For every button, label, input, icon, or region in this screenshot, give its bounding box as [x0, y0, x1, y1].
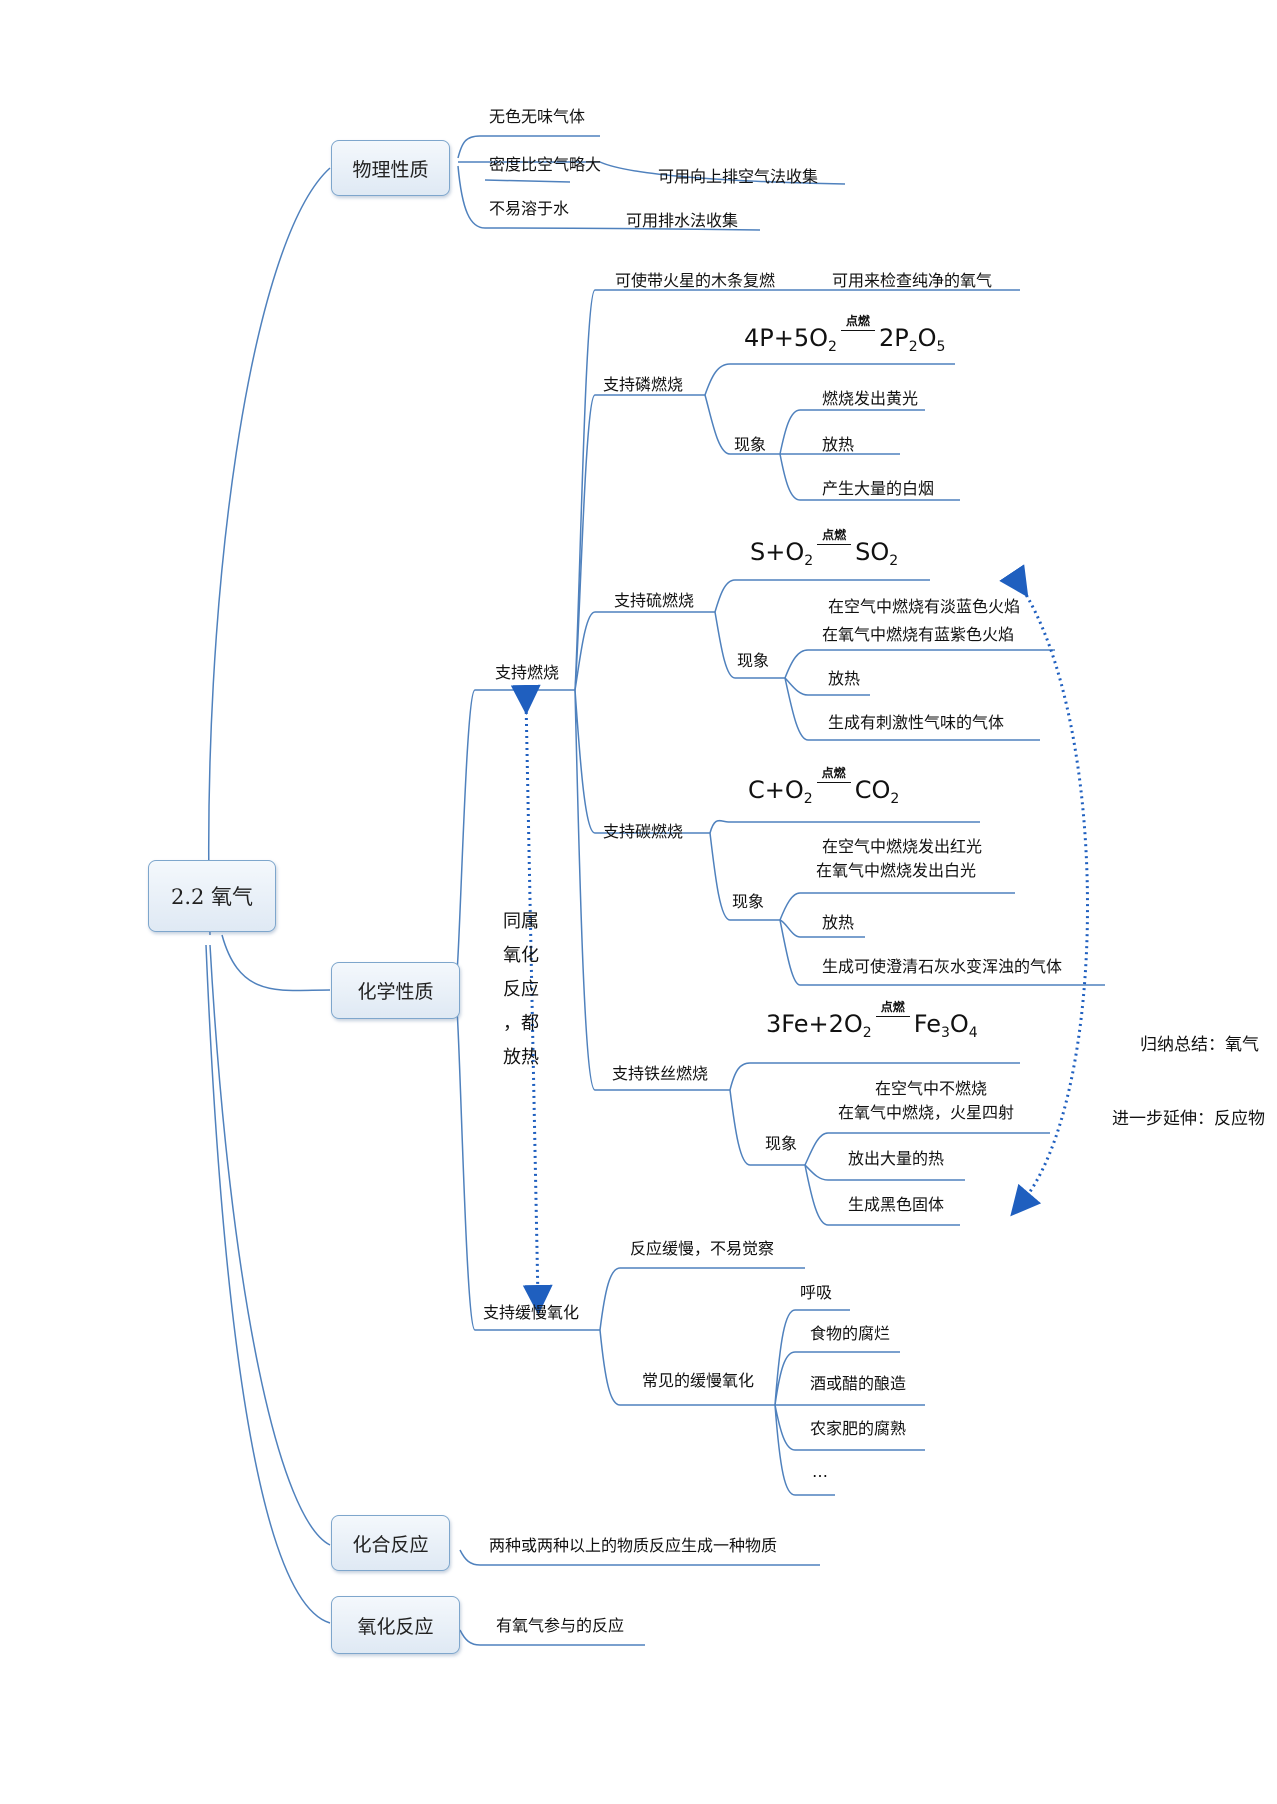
- eq-text: SO: [855, 538, 890, 566]
- sulfur-title: 支持硫燃烧: [614, 591, 695, 610]
- phenomenon-label: 现象: [765, 1134, 798, 1153]
- oxidation-reaction-node[interactable]: 氧化反应: [331, 1596, 460, 1654]
- iron-equation: 3Fe+2O2 点燃 Fe3O4: [766, 1000, 978, 1041]
- chemical-title: 化学性质: [357, 981, 434, 1003]
- phys-note-water: 可用排水法收集: [626, 211, 739, 230]
- eq-text: O: [917, 324, 937, 352]
- eq-text: C+O: [748, 776, 804, 804]
- condition-mark: 点燃: [874, 1000, 912, 1024]
- phenomenon-label: 现象: [737, 651, 770, 670]
- eq-sub: 5: [936, 339, 946, 355]
- eq-sub: 2: [908, 339, 918, 355]
- phenomenon-label: 现象: [734, 435, 767, 454]
- phys-item-colorless: 无色无味气体: [489, 107, 586, 126]
- carbon-title: 支持碳燃烧: [603, 822, 684, 841]
- phenomenon-item: 燃烧发出黄光: [822, 389, 919, 408]
- chemical-properties-node[interactable]: 化学性质: [331, 962, 460, 1019]
- eq-sub: 3: [940, 1025, 950, 1041]
- condition-mark: 点燃: [839, 314, 877, 338]
- combination-desc: 两种或两种以上的物质反应生成一种物质: [489, 1536, 778, 1555]
- phys-note-upward-air: 可用向上排空气法收集: [658, 167, 819, 186]
- slow-oxidation-common: 常见的缓慢氧化: [642, 1371, 755, 1390]
- phenomenon-item: 放热: [828, 669, 861, 688]
- relight-label: 可使带火星的木条复燃: [615, 271, 776, 290]
- condition-mark: 点燃: [815, 766, 853, 790]
- vertical-note: 同属 氧化 反应 ，都 放热: [501, 905, 541, 1075]
- vertical-note-line: ，都: [503, 1013, 539, 1034]
- oxidation-desc: 有氧气参与的反应: [496, 1616, 625, 1635]
- phys-item-density: 密度比空气略大: [489, 155, 602, 174]
- combustion-label: 支持燃烧: [495, 663, 560, 682]
- slow-item: …: [812, 1462, 828, 1481]
- eq-sub: 2: [803, 791, 813, 807]
- slow-item: 农家肥的腐熟: [810, 1419, 907, 1438]
- physical-title: 物理性质: [352, 158, 429, 181]
- eq-sub: 2: [804, 553, 814, 569]
- condition-text: 点燃: [822, 528, 847, 542]
- phenomenon-item: 生成黑色固体: [848, 1195, 945, 1214]
- slow-item: 酒或醋的酿造: [810, 1374, 907, 1393]
- eq-text: S+O: [750, 538, 805, 566]
- slow-item: 呼吸: [800, 1283, 833, 1302]
- vertical-note-line: 氧化: [503, 945, 539, 966]
- slow-oxidation-title: 支持缓慢氧化: [483, 1303, 580, 1322]
- condition-text: 点燃: [821, 766, 846, 780]
- phenomenon-item: 在氧气中燃烧发出白光: [816, 861, 977, 880]
- vertical-note-line: 放热: [503, 1047, 539, 1068]
- vertical-note-line: 同属: [503, 911, 539, 932]
- eq-text: 3Fe+2O: [766, 1010, 863, 1038]
- eq-text: CO: [854, 776, 891, 804]
- combination-reaction-node[interactable]: 化合反应: [331, 1515, 450, 1571]
- vertical-note-line: 反应: [503, 979, 539, 1000]
- extension-text: 进一步延伸：反应物: [1112, 1109, 1265, 1129]
- condition-text: 点燃: [845, 314, 870, 328]
- eq-text: O: [949, 1010, 969, 1038]
- phenomenon-item: 在空气中燃烧有淡蓝色火焰: [828, 597, 1021, 616]
- phenomenon-item: 放热: [822, 435, 855, 454]
- physical-properties-node[interactable]: 物理性质: [331, 140, 450, 196]
- condition-mark: 点燃: [815, 528, 853, 552]
- phys-item-insoluble: 不易溶于水: [489, 199, 570, 218]
- eq-sub: 2: [889, 553, 899, 569]
- eq-sub: 2: [890, 791, 900, 807]
- relight-note: 可用来检查纯净的氧气: [832, 271, 993, 290]
- phenomenon-item: 在氧气中燃烧有蓝紫色火焰: [822, 625, 1015, 644]
- oxidation-title: 氧化反应: [357, 1615, 434, 1638]
- summary-text: 归纳总结：氧气: [1140, 1035, 1259, 1055]
- phenomenon-item: 生成有刺激性气味的气体: [828, 713, 1005, 732]
- eq-text: 4P+5O: [744, 324, 829, 352]
- eq-sub: 2: [828, 339, 837, 355]
- phenomenon-item: 产生大量的白烟: [822, 479, 935, 498]
- phenomenon-item: 生成可使澄清石灰水变浑浊的气体: [822, 957, 1063, 976]
- phenomenon-item: 在空气中不燃烧: [875, 1079, 988, 1098]
- slow-oxidation-desc: 反应缓慢，不易觉察: [630, 1239, 775, 1258]
- iron-title: 支持铁丝燃烧: [612, 1064, 709, 1083]
- slow-item: 食物的腐烂: [810, 1324, 891, 1343]
- phenomenon-item: 放出大量的热: [848, 1149, 945, 1168]
- phenomenon-item: 在空气中燃烧发出红光: [822, 837, 983, 856]
- eq-sub: 2: [862, 1025, 872, 1041]
- phenomenon-item: 放热: [822, 913, 855, 932]
- eq-text: Fe: [913, 1010, 941, 1038]
- combination-title: 化合反应: [352, 1533, 429, 1556]
- phosphorus-title: 支持磷燃烧: [603, 375, 684, 394]
- root-label: 2.2 氧气: [170, 885, 254, 909]
- root-node[interactable]: 2.2 氧气: [148, 860, 276, 932]
- phenomenon-item: 在氧气中燃烧，火星四射: [838, 1103, 1015, 1122]
- eq-sub: 4: [968, 1025, 978, 1041]
- condition-text: 点燃: [880, 1000, 905, 1014]
- phenomenon-label: 现象: [732, 892, 765, 911]
- eq-text: 2P: [878, 324, 909, 352]
